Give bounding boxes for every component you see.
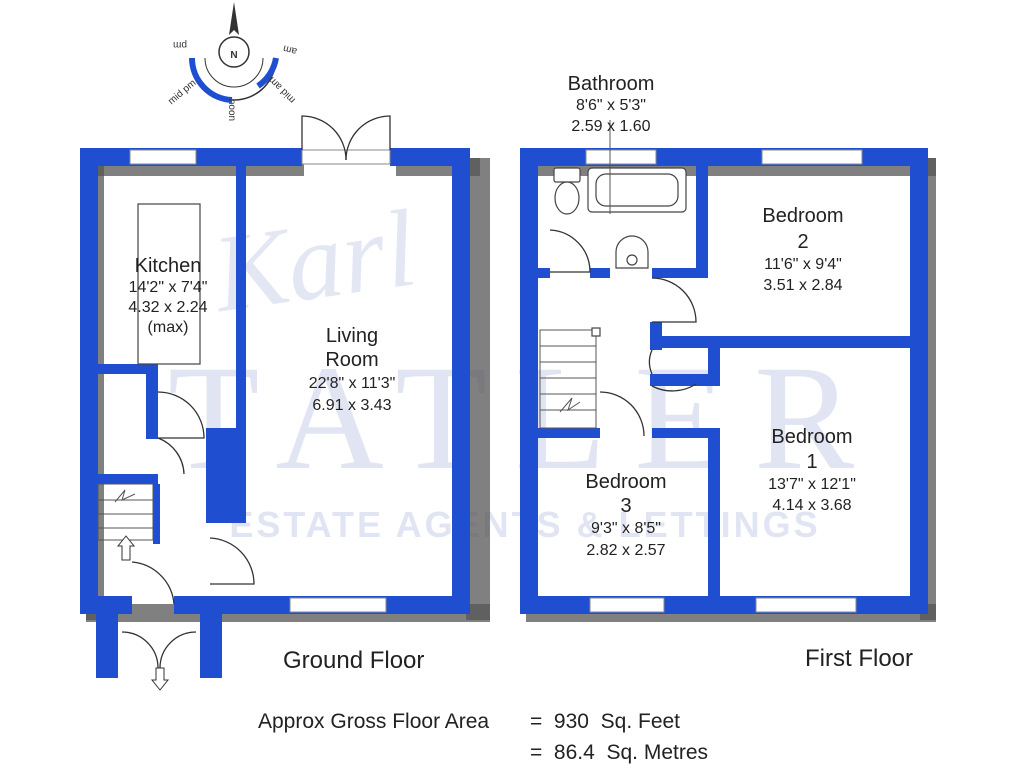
bedroom3-label: Bedroom 3 9'3" x 8'5" 2.82 x 2.57 <box>585 471 666 559</box>
bedroom2-imperial: 11'6" x 9'4" <box>764 256 842 273</box>
bedroom2-number: 2 <box>797 231 808 253</box>
toilet <box>554 181 580 215</box>
kitchen-label: Kitchen 14'2" x 7'4" 4.32 x 2.24 (max) <box>128 255 207 336</box>
bedroom1-label: Bedroom 1 13'7" x 12'1" 4.14 x 3.68 <box>768 426 856 514</box>
bedroom2-metric: 3.51 x 2.84 <box>763 277 842 294</box>
bathroom-metric: 2.59 x 1.60 <box>571 118 650 135</box>
north-arrow-icon <box>229 2 239 35</box>
compass-mid-am-label: mid am <box>267 74 298 105</box>
bedroom3-imperial: 9'3" x 8'5" <box>591 520 661 537</box>
compass-noon-label: noon <box>226 99 237 121</box>
bathroom-imperial: 8'6" x 5'3" <box>576 97 646 114</box>
area-square-metres: = 86.4 Sq. Metres <box>530 741 708 764</box>
bedroom3-metric: 2.82 x 2.57 <box>586 542 665 559</box>
living-room-name-line1: Living <box>326 325 378 347</box>
living-room-metric: 6.91 x 3.43 <box>312 397 391 414</box>
stairs-up-arrow-icon <box>116 535 136 561</box>
ground-stairs <box>97 483 170 691</box>
watermark-brand: TATLER <box>168 335 882 501</box>
bedroom1-name: Bedroom <box>771 426 852 448</box>
living-room-name-line2: Room <box>325 349 378 371</box>
toilet-cistern <box>553 167 581 183</box>
compass-am-label: am <box>282 42 298 56</box>
entrance-arrow-icon <box>150 667 170 691</box>
ground-floor-plan: Kitchen 14'2" x 7'4" 4.32 x 2.24 (max) L… <box>80 115 490 691</box>
bedroom2-name: Bedroom <box>762 205 843 227</box>
watermark: Karl TATLER ESTATE AGENTS & LETTINGS <box>168 186 882 545</box>
ground-floor-title: Ground Floor <box>283 647 424 674</box>
bedroom1-number: 1 <box>806 451 817 473</box>
living-room-imperial: 22'8" x 11'3" <box>309 375 396 392</box>
bedroom2-label: Bedroom 2 11'6" x 9'4" 3.51 x 2.84 <box>762 205 843 294</box>
floor-area-summary: Approx Gross Floor Area = 930 Sq. Feet =… <box>258 710 708 764</box>
area-label: Approx Gross Floor Area <box>258 710 489 733</box>
first-floor-stairs <box>539 327 601 429</box>
bedroom3-number: 3 <box>620 495 631 517</box>
bathroom-name: Bathroom <box>568 73 655 95</box>
bathroom-label: Bathroom 8'6" x 5'3" 2.59 x 1.60 <box>568 73 655 135</box>
area-square-feet: = 930 Sq. Feet <box>530 710 680 733</box>
bedroom1-metric: 4.14 x 3.68 <box>772 497 851 514</box>
bedroom1-imperial: 13'7" x 12'1" <box>768 476 856 493</box>
kitchen-imperial: 14'2" x 7'4" <box>129 279 208 296</box>
kitchen-note: (max) <box>148 319 189 336</box>
compass-mid-pm-label: mid pm <box>166 78 198 108</box>
kitchen-metric: 4.32 x 2.24 <box>128 299 207 316</box>
compass-north-label: N <box>230 50 237 61</box>
first-floor-plan: Bathroom 8'6" x 5'3" 2.59 x 1.60 Bedroom… <box>520 73 936 622</box>
compass-pm-label: pm <box>173 39 187 50</box>
bedroom3-name: Bedroom <box>585 471 666 493</box>
first-floor-title: First Floor <box>805 645 913 672</box>
washbasin <box>615 235 649 269</box>
kitchen-name: Kitchen <box>135 255 202 277</box>
compass: N pm am mid pm noon mid am <box>166 2 298 121</box>
living-room-label: Living Room 22'8" x 11'3" 6.91 x 3.43 <box>309 325 396 414</box>
